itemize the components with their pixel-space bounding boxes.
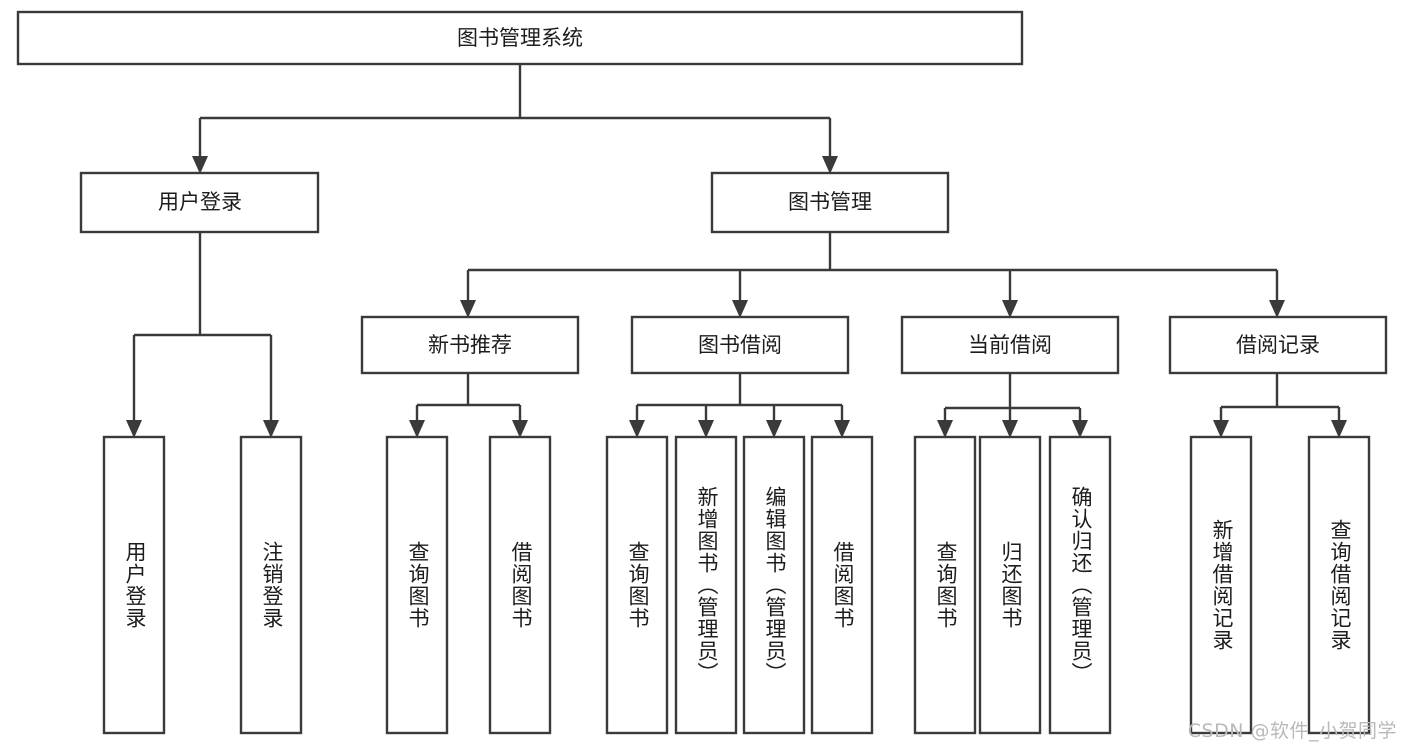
node-leaf-add-record-box[interactable]	[1189, 435, 1253, 735]
arrow-head-query-book-1	[409, 420, 425, 438]
arrow-head-confirm-return	[1072, 420, 1088, 438]
arrow-head-borrow-book-2	[834, 420, 850, 438]
connector-group-current-borrow	[937, 373, 1088, 438]
node-leaf-borrow-book-2[interactable]: 借阅图书	[810, 435, 874, 735]
arrow-head-login	[192, 156, 208, 174]
node-leaf-borrow-book-1-label: 借阅图书	[509, 541, 533, 629]
node-root-box[interactable]	[16, 10, 1024, 66]
arrow-head-query-book-3	[937, 420, 953, 438]
node-leaf-query-book-1[interactable]: 查询图书	[385, 435, 449, 735]
node-root[interactable]: 图书管理系统	[16, 10, 1024, 66]
node-leaf-query-book-1-box[interactable]	[385, 435, 449, 735]
node-book-borrow-box[interactable]	[630, 315, 850, 375]
node-leaf-add-book-box[interactable]	[674, 435, 738, 735]
node-leaf-logout[interactable]: 注销登录	[239, 435, 303, 735]
arrow-head-query-record	[1331, 420, 1347, 438]
connector-group-root	[192, 64, 838, 174]
node-book-mgmt[interactable]: 图书管理	[710, 171, 950, 234]
node-leaf-return-book-label: 归还图书	[999, 541, 1023, 629]
node-current-borrow-box[interactable]	[900, 315, 1120, 375]
node-borrow-record-box[interactable]	[1168, 315, 1388, 375]
node-leaf-add-record[interactable]: 新增借阅记录	[1189, 435, 1253, 735]
node-leaf-user-login-label: 用户登录	[123, 541, 147, 629]
node-leaf-confirm-return-label: 确认归还（管理员）	[1069, 486, 1093, 684]
node-leaf-query-record-box[interactable]	[1307, 435, 1371, 735]
node-leaf-query-book-2-label: 查询图书	[626, 541, 650, 629]
connector-group-login	[126, 232, 279, 438]
node-book-borrow-label: 图书借阅	[698, 333, 782, 357]
node-book-mgmt-label: 图书管理	[788, 190, 872, 214]
connector-group-bookmgmt	[460, 232, 1285, 318]
arrow-head-book-borrow	[732, 300, 748, 318]
node-leaf-add-book[interactable]: 新增图书（管理员）	[674, 435, 738, 735]
node-new-book-rec[interactable]: 新书推荐	[360, 315, 580, 375]
connector-group-new-book-rec	[409, 373, 528, 438]
node-borrow-record-label: 借阅记录	[1236, 333, 1320, 357]
node-leaf-return-book-box[interactable]	[978, 435, 1042, 735]
arrow-head-edit-book	[766, 420, 782, 438]
connector-group-book-borrow	[629, 373, 850, 438]
node-leaf-add-record-label: 新增借阅记录	[1210, 519, 1234, 651]
node-leaf-confirm-return-box[interactable]	[1048, 435, 1112, 735]
node-login-box[interactable]	[79, 171, 320, 234]
arrow-head-bookmgmt	[822, 156, 838, 174]
arrow-head-logout	[263, 420, 279, 438]
node-leaf-borrow-book-2-label: 借阅图书	[831, 541, 855, 629]
arrow-head-new-book-rec	[460, 300, 476, 318]
node-leaf-borrow-book-1[interactable]: 借阅图书	[488, 435, 552, 735]
node-leaf-query-book-2-box[interactable]	[605, 435, 669, 735]
node-new-book-rec-box[interactable]	[360, 315, 580, 375]
node-leaf-user-login[interactable]: 用户登录	[102, 435, 166, 735]
node-book-borrow[interactable]: 图书借阅	[630, 315, 850, 375]
node-leaf-borrow-book-1-box[interactable]	[488, 435, 552, 735]
arrow-head-borrow-book-1	[512, 420, 528, 438]
node-login[interactable]: 用户登录	[79, 171, 320, 234]
node-leaf-query-record-label: 查询借阅记录	[1328, 519, 1352, 651]
node-current-borrow-label: 当前借阅	[968, 333, 1052, 357]
connector-group-borrow-record	[1213, 373, 1347, 438]
node-leaf-query-book-3-label: 查询图书	[934, 541, 958, 629]
node-leaf-user-login-box[interactable]	[102, 435, 166, 735]
arrow-head-user-login	[126, 420, 142, 438]
node-leaf-edit-book-label: 编辑图书（管理员）	[763, 486, 787, 684]
node-leaf-logout-label: 注销登录	[260, 541, 284, 629]
node-leaf-query-book-1-label: 查询图书	[406, 541, 430, 629]
node-leaf-borrow-book-2-box[interactable]	[810, 435, 874, 735]
node-root-label: 图书管理系统	[457, 26, 583, 50]
arrow-head-query-book-2	[629, 420, 645, 438]
arrow-head-add-record	[1213, 420, 1229, 438]
node-current-borrow[interactable]: 当前借阅	[900, 315, 1120, 375]
arrow-head-borrow-record	[1269, 300, 1285, 318]
node-leaf-query-record[interactable]: 查询借阅记录	[1307, 435, 1371, 735]
node-login-label: 用户登录	[158, 190, 242, 214]
node-leaf-edit-book[interactable]: 编辑图书（管理员）	[742, 435, 806, 735]
node-leaf-confirm-return[interactable]: 确认归还（管理员）	[1048, 435, 1112, 735]
node-leaf-return-book[interactable]: 归还图书	[978, 435, 1042, 735]
node-leaf-add-book-label: 新增图书（管理员）	[695, 486, 719, 684]
node-leaf-logout-box[interactable]	[239, 435, 303, 735]
arrow-head-return-book	[1002, 420, 1018, 438]
node-book-mgmt-box[interactable]	[710, 171, 950, 234]
node-leaf-query-book-3[interactable]: 查询图书	[913, 435, 977, 735]
csdn-watermark: CSDN @软件_小贺同学	[1187, 720, 1397, 742]
node-leaf-query-book-2[interactable]: 查询图书	[605, 435, 669, 735]
node-leaf-edit-book-box[interactable]	[742, 435, 806, 735]
node-borrow-record[interactable]: 借阅记录	[1168, 315, 1388, 375]
arrow-head-current-borrow	[1002, 300, 1018, 318]
node-new-book-rec-label: 新书推荐	[428, 333, 512, 357]
arrow-head-add-book	[698, 420, 714, 438]
node-leaf-query-book-3-box[interactable]	[913, 435, 977, 735]
